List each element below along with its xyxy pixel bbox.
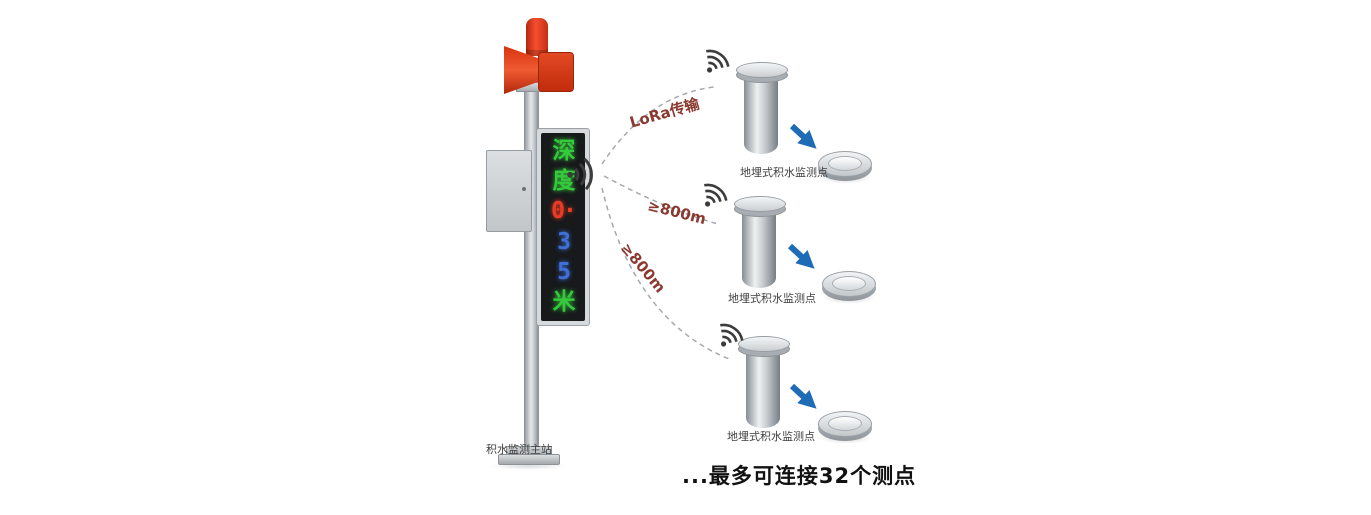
- led-screen: 深 度 0· 3 5 米: [541, 133, 585, 321]
- device-label-2: 地埋式积水监测点: [728, 292, 816, 305]
- base-shadow: [490, 462, 566, 470]
- disc-inner: [828, 416, 862, 431]
- station-base-plate: [498, 454, 560, 465]
- disc-top: [818, 151, 872, 177]
- disc-inner: [832, 276, 866, 291]
- water-sensor-disc-3: [818, 408, 872, 444]
- alarm-horn-body: [538, 52, 574, 92]
- link-label-lora: LoRa传输: [627, 94, 702, 132]
- led-char: 米: [552, 288, 576, 315]
- led-char: 3: [557, 228, 571, 255]
- alarm-beacon-icon: [526, 18, 548, 56]
- device-label-1: 地埋式积水监测点: [740, 166, 828, 179]
- sensor-body: [744, 76, 778, 154]
- wifi-icon-3: [713, 313, 755, 355]
- footer-note: ...最多可连接32个测点: [682, 464, 917, 488]
- device-label-3: 地埋式积水监测点: [727, 430, 815, 443]
- sensor-body: [742, 210, 776, 288]
- water-sensor-disc-2: [822, 268, 876, 304]
- link-label-800m-2: ≥800m: [617, 239, 670, 297]
- led-char: 深: [552, 138, 576, 165]
- wifi-icon-1: [699, 39, 741, 81]
- sensor-lid: [736, 62, 788, 78]
- sensor-lid: [734, 196, 786, 212]
- arrow-to-disc-2: [787, 243, 815, 269]
- sensor-body: [746, 350, 780, 428]
- led-char: 5: [557, 258, 571, 285]
- led-char: 0·: [551, 198, 577, 225]
- arrow-to-disc-1: [789, 123, 817, 149]
- buried-sensor-unit-1: [736, 62, 788, 158]
- buried-sensor-unit-2: [734, 196, 786, 292]
- control-box: [486, 150, 532, 232]
- link-label-800m-1: ≥800m: [645, 196, 708, 229]
- led-display-panel: 深 度 0· 3 5 米: [536, 128, 590, 326]
- arrow-to-disc-3: [789, 383, 817, 409]
- disc-inner: [828, 156, 862, 171]
- station-label: 积水监测主站: [486, 443, 552, 456]
- sensor-lid: [738, 336, 790, 352]
- buried-sensor-unit-3: [738, 336, 790, 432]
- water-sensor-disc-1: [818, 148, 872, 184]
- station-signal-icon: [561, 149, 612, 200]
